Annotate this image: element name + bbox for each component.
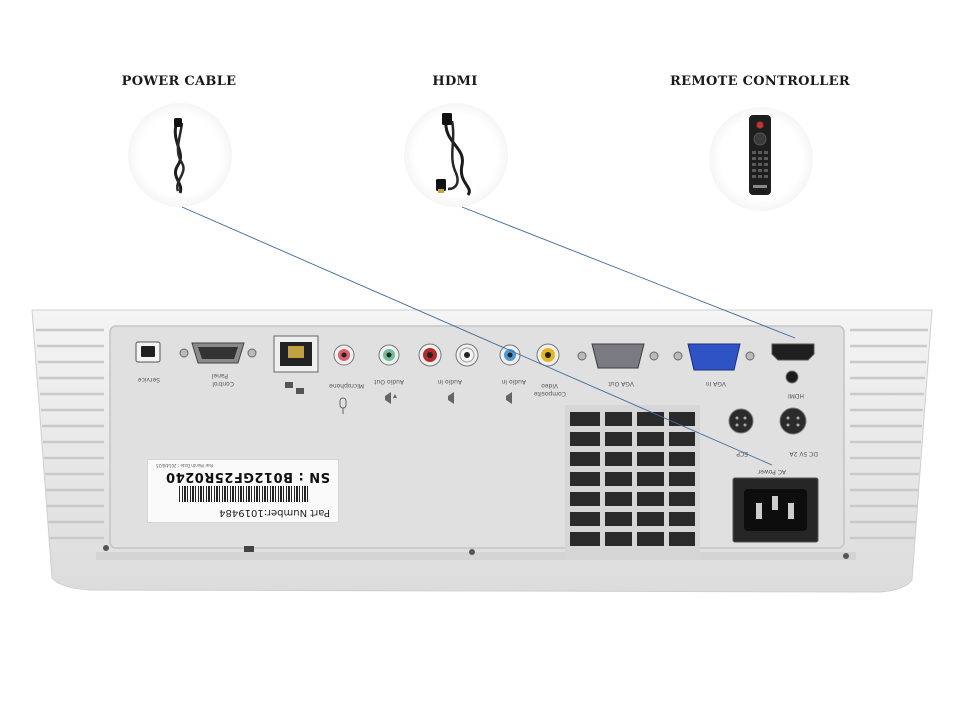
label-microphone: Microphone — [329, 382, 364, 389]
caption-hdmi: HDMI — [432, 74, 478, 89]
microphone-jack[interactable] — [333, 344, 355, 366]
label-hdmi: HDMI — [788, 392, 804, 399]
audio-in-icon — [448, 392, 512, 404]
composite-video-jack[interactable] — [536, 343, 560, 367]
left-vent-ribs — [36, 328, 104, 540]
label-dc-5v: DC 5V 2A — [789, 450, 818, 457]
service-port[interactable] — [135, 341, 161, 363]
label-composite: Composite — [534, 390, 566, 397]
ac-power-inlet[interactable] — [732, 477, 819, 543]
audio-in-red-jack[interactable] — [418, 343, 442, 367]
label-vga-out: VGA Out — [608, 380, 634, 387]
control-panel-port[interactable] — [179, 342, 257, 364]
manufacture-date-text: Year Month Date : 2014/8/25 — [156, 463, 214, 468]
label-control: Control — [212, 380, 234, 387]
caption-power-cable: POWER CABLE — [121, 74, 237, 89]
label-panel: Panel — [211, 372, 228, 379]
port-labels: Service Control Panel Microphone Audio O… — [138, 372, 818, 475]
right-vent-ribs — [850, 328, 928, 540]
dc-5v-port[interactable] — [779, 407, 807, 435]
power-cable-thumbnail — [128, 103, 232, 207]
label-service: Service — [138, 376, 160, 383]
hdmi-cable-thumbnail — [404, 103, 508, 207]
part-number-text: Part Number:1019484 — [219, 507, 330, 518]
label-vga-in: VGA In — [705, 380, 726, 387]
serial-number-sticker: Part Number:1019484 SN : B012GF25R0240 Y… — [147, 459, 339, 523]
microphone-icon — [339, 397, 347, 414]
power-cable-leader-line — [181, 206, 773, 466]
audio-out-icon — [385, 392, 397, 404]
label-audio-in-2: Audio In — [501, 378, 526, 385]
ecp-port[interactable] — [728, 408, 754, 434]
network-icon — [285, 382, 304, 394]
audio-in-blue-jack[interactable] — [499, 344, 521, 366]
hdmi-leader-line — [461, 206, 796, 339]
label-video: Video — [541, 382, 558, 389]
label-ac-power: AC Power — [757, 468, 786, 475]
lan-port[interactable] — [273, 335, 319, 373]
label-audio-out: Audio Out — [374, 378, 404, 385]
serial-number-text: SN : B012GF25R0240 — [165, 469, 330, 484]
caption-remote-controller: REMOTE CONTROLLER — [670, 74, 850, 89]
audio-out-jack[interactable] — [378, 344, 400, 366]
remote-controller-thumbnail — [709, 107, 813, 211]
vga-out-port[interactable] — [577, 343, 659, 369]
hdmi-port[interactable] — [771, 343, 815, 384]
label-audio-in-1: Audio In — [437, 378, 462, 385]
label-ecp: ECP — [736, 450, 748, 457]
barcode — [178, 486, 308, 502]
vga-in-port[interactable] — [673, 343, 755, 371]
vent-grille — [565, 405, 700, 560]
audio-in-white-jack[interactable] — [455, 343, 479, 367]
